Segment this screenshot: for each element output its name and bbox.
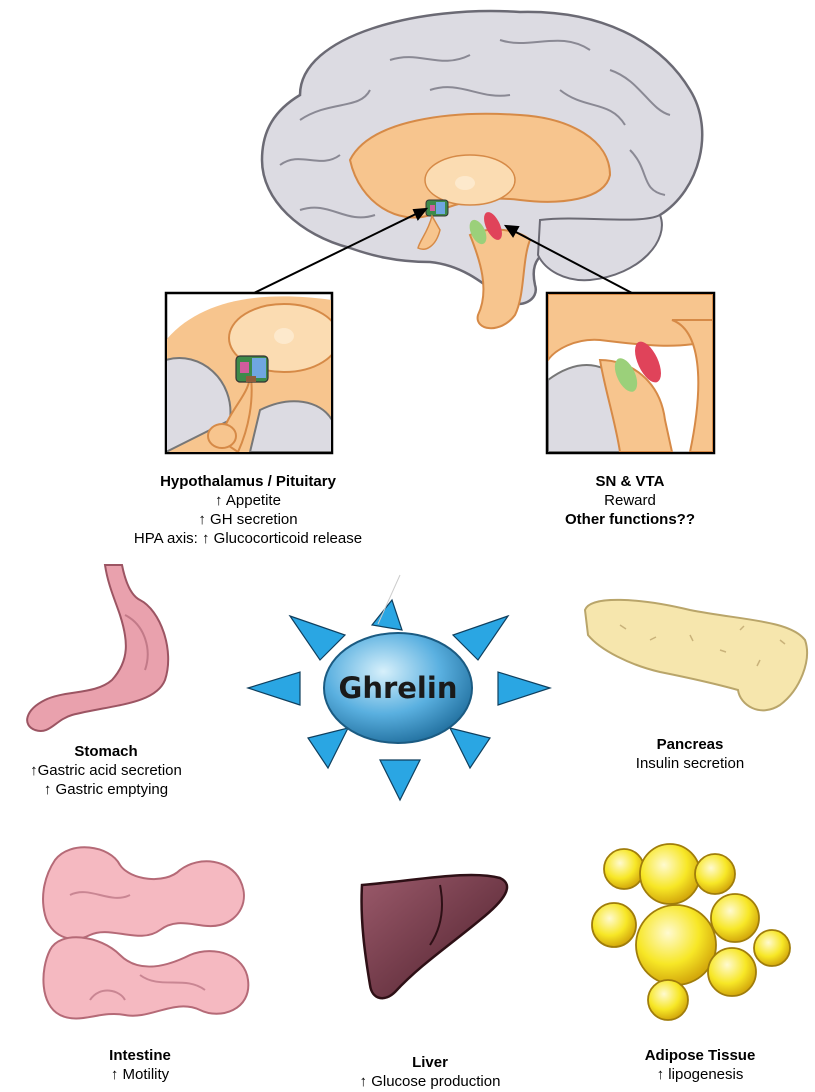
hypothalamus-title: Hypothalamus / Pituitary [98, 472, 398, 491]
stomach-line-2: ↑ Gastric emptying [0, 780, 212, 799]
stomach-title: Stomach [0, 742, 212, 761]
adipose-line-1: ↑ lipogenesis [600, 1065, 800, 1084]
stomach-illustration [27, 565, 168, 731]
hypothalamus-line-1: ↑ Appetite [98, 491, 398, 510]
hypothalamus-label-group: Hypothalamus / Pituitary ↑ Appetite ↑ GH… [98, 472, 398, 548]
intestine-label-group: Intestine ↑ Motility [50, 1046, 230, 1084]
stomach-label-group: Stomach ↑Gastric acid secretion ↑ Gastri… [0, 742, 212, 799]
sn-vta-label-group: SN & VTA Reward Other functions?? [530, 472, 730, 529]
hypothalamus-inset [166, 293, 339, 453]
intestine-title: Intestine [50, 1046, 230, 1065]
hypothalamus-line-3: HPA axis: ↑ Glucocorticoid release [98, 529, 398, 548]
hypothalamus-line-2: ↑ GH secretion [98, 510, 398, 529]
adipose-label-group: Adipose Tissue ↑ lipogenesis [600, 1046, 800, 1084]
liver-title: Liver [330, 1053, 530, 1072]
adipose-illustration [592, 844, 790, 1020]
sn-vta-line-1: Reward [530, 491, 730, 510]
stomach-line-1: ↑Gastric acid secretion [0, 761, 212, 780]
sn-vta-inset [547, 293, 714, 453]
adipose-title: Adipose Tissue [600, 1046, 800, 1065]
liver-label-group: Liver ↑ Glucose production [330, 1053, 530, 1091]
pancreas-title: Pancreas [590, 735, 790, 754]
pancreas-illustration [585, 600, 807, 710]
intestine-illustration [43, 847, 248, 1018]
brain-illustration [262, 11, 702, 328]
liver-illustration [362, 875, 507, 998]
pancreas-label-group: Pancreas Insulin secretion [590, 735, 790, 773]
sn-vta-title: SN & VTA [530, 472, 730, 491]
intestine-line-1: ↑ Motility [50, 1065, 230, 1084]
liver-line-1: ↑ Glucose production [330, 1072, 530, 1091]
sn-vta-bold-line: Other functions?? [530, 510, 730, 529]
ghrelin-label: Ghrelin [323, 648, 473, 728]
pancreas-line-1: Insulin secretion [590, 754, 790, 773]
